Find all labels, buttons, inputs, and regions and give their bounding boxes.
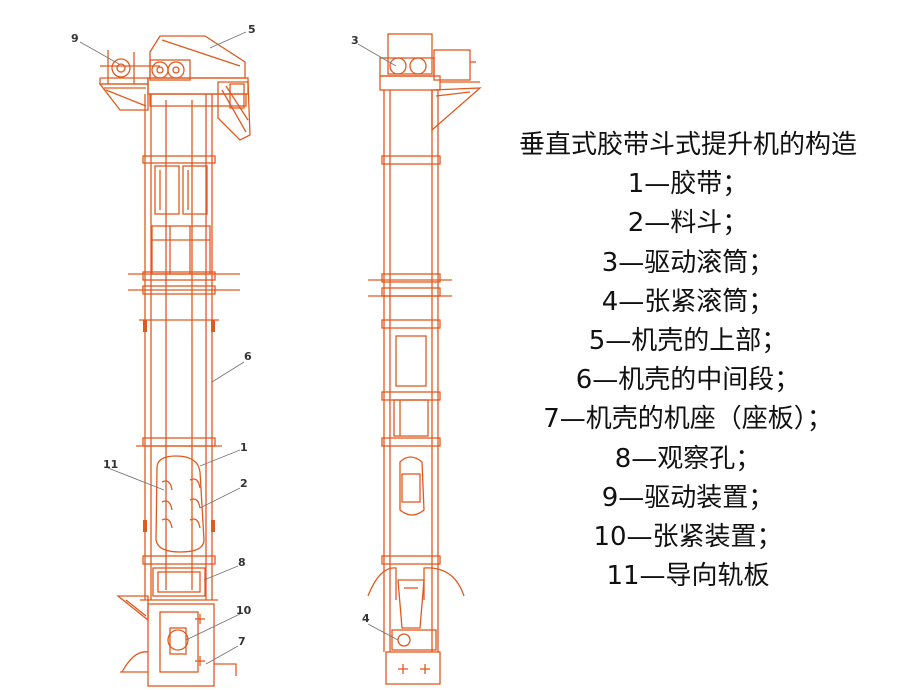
callout-10: 10 <box>236 604 252 617</box>
legend-item: 2—料斗； <box>627 208 749 239</box>
callout-8: 8 <box>238 556 246 569</box>
callout-11: 11 <box>103 458 118 471</box>
callout-3: 3 <box>351 34 359 47</box>
callout-labels: 9 5 6 1 11 2 8 10 7 3 4 <box>71 23 370 648</box>
callout-5: 5 <box>248 23 256 36</box>
side-casing <box>368 90 452 652</box>
guide-rail-and-buckets <box>155 455 205 553</box>
callout-6: 6 <box>244 350 252 363</box>
callout-2: 2 <box>240 477 248 490</box>
callout-1: 1 <box>240 441 248 454</box>
side-head <box>379 33 482 132</box>
legend-item: 1—胶带； <box>627 169 749 200</box>
parts-legend: 垂直式胶带斗式提升机的构造 1—胶带； 2—料斗； 3—驱动滚筒； 4—张紧滚筒… <box>468 126 908 596</box>
upper-casing <box>98 35 251 141</box>
callout-9: 9 <box>71 32 79 45</box>
callout-4: 4 <box>362 612 370 625</box>
leader-lines <box>79 31 399 665</box>
legend-title: 垂直式胶带斗式提升机的构造 <box>518 130 857 160</box>
flange-marks <box>143 320 215 532</box>
boot-base <box>116 595 237 687</box>
legend-item: 7—机壳的机座（座板）； <box>543 404 833 435</box>
legend-item: 10—张紧装置； <box>593 521 783 552</box>
legend-item: 8—观察孔； <box>614 443 762 474</box>
legend-item: 9—驱动装置； <box>601 482 775 513</box>
casing-middle <box>128 94 240 601</box>
callout-7: 7 <box>238 635 246 648</box>
inspection-window <box>152 567 206 597</box>
side-base <box>367 567 465 685</box>
front-view <box>98 35 251 687</box>
side-view <box>367 33 482 685</box>
legend-item: 6—机壳的中间段； <box>575 365 801 396</box>
legend-item: 3—驱动滚筒； <box>601 247 775 278</box>
legend-item: 11—导向轨板 <box>606 561 770 592</box>
legend-item: 4—张紧滚筒； <box>601 286 775 317</box>
drive-unit <box>100 50 191 84</box>
legend-item: 5—机壳的上部； <box>588 325 788 356</box>
